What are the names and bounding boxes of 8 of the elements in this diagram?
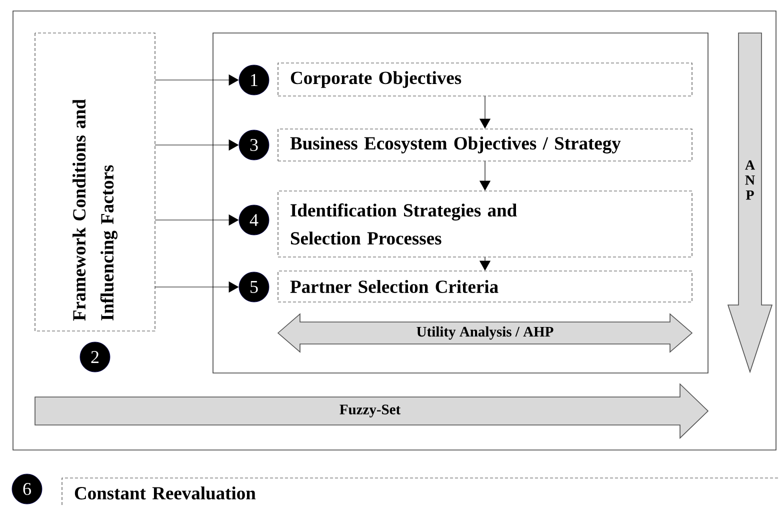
frame-box: [212, 32, 708, 374]
step-box: Partner Selection Criteria: [278, 270, 692, 302]
step-box: Corporate Objectives: [278, 62, 692, 96]
factors-box: Framework Conditions and Influencing Factors: [34, 32, 156, 332]
step-box: Business Ecosystem Objectives / Strategy: [278, 128, 692, 162]
step-box: Constant Reevaluation: [62, 478, 779, 506]
step-box: Identification Strategies and Selection Processes: [278, 190, 692, 258]
frame-box: [12, 10, 776, 450]
